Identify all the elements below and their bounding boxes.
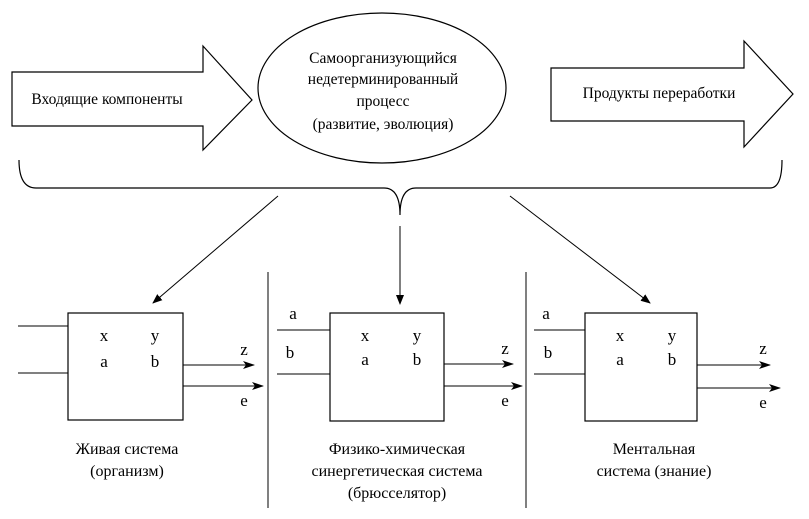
input-components-label: Входящие компоненты [31,91,183,108]
mental-caption-line-1: Ментальная [613,441,696,458]
living-caption-line-2: (организм) [90,463,164,480]
process-ellipse: Самоорганизующийся недетерминированный п… [257,12,507,164]
physchem-output-z: z [501,339,509,358]
living-caption-line-1: Живая система [76,441,179,458]
mental-caption-line-2: система (знание) [597,463,712,480]
living-var-b: b [151,352,160,371]
mental-var-x: x [616,326,625,345]
living-output-z: z [240,340,248,359]
process-line-2: недетерминированный [308,71,458,88]
mental-system-box [584,312,698,422]
physchem-var-a: a [361,350,369,369]
input-components-arrow: Входящие компоненты [11,44,253,152]
living-var-y: y [151,326,160,345]
mental-var-b: b [668,350,677,369]
physchem-caption-line-2: синергетическая система [312,463,483,480]
processing-products-arrow: Продукты переработки [550,39,794,149]
physchem-output-e: e [501,391,509,410]
living-var-x: x [100,326,109,345]
process-line-4: (развитие, эволюция) [313,116,454,133]
curly-brace [18,159,783,216]
physchem-input-label-a: a [289,304,297,323]
mental-input-label-b: b [544,343,553,362]
mental-var-y: y [668,326,677,345]
physchem-caption-line-1: Физико-химическая [329,441,466,458]
living-output-e: e [240,391,248,410]
process-line-1: Самоорганизующийся [309,50,457,67]
physchem-system-box [329,312,445,422]
physchem-var-x: x [361,326,370,345]
physchem-var-y: y [413,326,422,345]
brace-arrow-left [152,195,279,304]
physchem-input-label-b: b [286,343,295,362]
physicochemical-system: a b x y a b z e Физико-химическая синерг… [277,304,523,502]
brace-arrow-right [509,195,651,304]
living-system: x y a b z e Живая система (организм) [18,312,264,480]
mental-output-z: z [759,339,767,358]
mental-input-label-a: a [542,304,550,323]
processing-products-label: Продукты переработки [583,85,736,102]
physchem-caption-line-3: (брюсселятор) [348,485,446,502]
living-var-a: a [100,352,108,371]
mental-output-e: e [759,393,767,412]
process-line-3: процесс [356,93,409,110]
physchem-var-b: b [413,350,422,369]
mental-var-a: a [616,350,624,369]
living-system-box [67,312,184,421]
mental-system: a b x y a b z e Ментальная система (знан… [534,304,781,480]
